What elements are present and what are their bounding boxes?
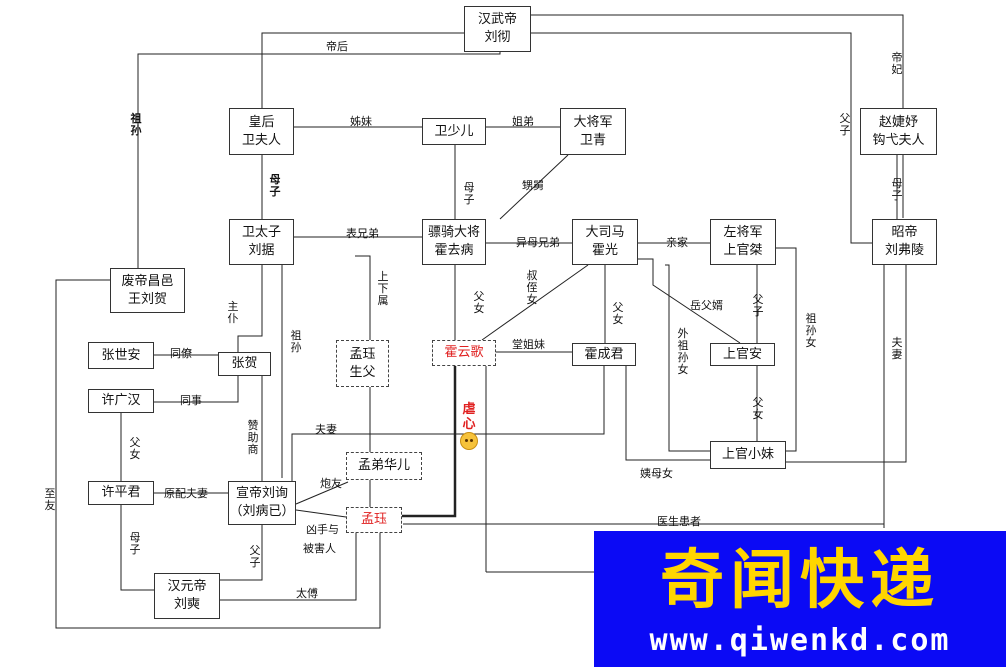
label-difei: 帝 妃 (891, 51, 903, 76)
node-yuandi: 汉元帝 刘奭 (154, 573, 220, 619)
smiley-icon (460, 432, 478, 450)
label-paoyou: 炮友 (320, 477, 342, 490)
node-wei-qing: 大将军 卫青 (560, 108, 626, 155)
label-muzi-1: 母 子 (269, 173, 281, 198)
label-zhiyou: 至 友 (44, 487, 56, 512)
label-tangjiemei: 堂姐妹 (512, 338, 545, 351)
label-funv-2: 父 女 (612, 301, 624, 326)
label-muzi-4: 母 子 (129, 531, 141, 556)
label-zhupu: 主 仆 (227, 300, 239, 325)
line-wudi-liuhe (137, 52, 501, 268)
node-huo-qubing: 骠骑大将 霍去病 (422, 219, 486, 265)
node-zhang-shian: 张世安 (88, 342, 154, 369)
node-xu-guanghan: 许广汉 (88, 389, 154, 413)
label-yuanpeifuqi: 原配夫妻 (164, 487, 208, 500)
node-liu-he: 废帝昌邑 王刘贺 (110, 268, 185, 313)
node-xu-pingjun: 许平君 (88, 481, 154, 505)
label-qinjia: 亲家 (666, 236, 688, 249)
label-fuzi-top: 父 子 (839, 112, 851, 137)
node-shangguan-xiaomei: 上官小妹 (710, 441, 786, 469)
node-shangguan-jie: 左将军 上官桀 (710, 219, 776, 265)
label-shangxiashu: 上 下 属 (377, 270, 389, 307)
node-han-wudi: 汉武帝 刘彻 (464, 6, 531, 52)
node-zhang-he: 张贺 (218, 352, 271, 376)
node-zhaodi: 昭帝 刘弗陵 (872, 219, 937, 265)
label-zusunnv: 祖 孙 女 (805, 312, 817, 349)
label-yimunv: 姨母女 (640, 467, 673, 480)
node-xuandi: 宣帝刘询 （刘病已） (228, 481, 296, 525)
label-xiongshouyu: 凶手与 (306, 523, 339, 536)
label-biaoxiongdi: 表兄弟 (346, 227, 379, 240)
label-fuzi-3: 父 子 (249, 544, 261, 569)
label-zisun-2: 祖 孙 (290, 329, 302, 354)
label-funv-4: 父 女 (752, 396, 764, 421)
label-yimuxiongdi: 异母兄弟 (516, 236, 560, 249)
label-fuqi-zhao: 夫 妻 (891, 336, 903, 361)
node-shangguan-an: 上官安 (710, 343, 775, 366)
label-fuzi-2: 父 子 (752, 293, 764, 318)
line-wudi-zhaodi (531, 32, 872, 244)
node-meng-huaer: 孟弟华儿 (346, 452, 422, 480)
label-dihou: 帝后 (326, 40, 348, 53)
node-huo-guang: 大司马 霍光 (572, 219, 638, 265)
node-huo-chengjun: 霍成君 (572, 343, 636, 366)
label-sheng: 甥舅 (522, 179, 544, 192)
label-taifu: 太傅 (296, 587, 318, 600)
label-nuexin: 虐 心 (462, 402, 476, 432)
label-funv-3: 父 女 (129, 436, 141, 461)
line-wudi-empress (261, 32, 464, 108)
watermark-title: 奇闻快递 (660, 543, 940, 618)
label-muzi-2: 母 子 (463, 181, 475, 206)
node-empress-wei: 皇后 卫夫人 (229, 108, 294, 155)
label-yishenghuanzhe: 医生患者 (657, 515, 701, 528)
label-muzi-3: 母 子 (891, 177, 903, 202)
label-zanzhushang: 赞 助 商 (247, 419, 259, 456)
label-yuefuxu: 岳父婿 (690, 299, 723, 312)
label-beihairen: 被害人 (303, 542, 336, 555)
label-fuqi: 夫妻 (315, 423, 337, 436)
node-huo-yunge: 霍云歌 (432, 340, 496, 366)
node-meng-jue: 孟珏 (346, 507, 402, 533)
label-zisun: 祖 孙 (130, 112, 142, 137)
label-jiemei: 姊妹 (350, 115, 372, 128)
node-crown-prince: 卫太子 刘据 (229, 219, 294, 265)
label-funv-1: 父 女 (473, 290, 485, 315)
node-zhao-jieyu: 赵婕妤 钩弋夫人 (860, 108, 937, 155)
label-jiedi: 姐弟 (512, 115, 534, 128)
label-tongshi: 同事 (180, 394, 202, 407)
node-meng-father: 孟珏 生父 (336, 340, 389, 387)
watermark-url: www.qiwenkd.com (649, 623, 951, 658)
label-tongliao: 同僚 (170, 347, 192, 360)
label-shuzhinv: 叔 侄 女 (526, 269, 538, 306)
node-wei-shaoer: 卫少儿 (422, 118, 486, 145)
label-waizusunnv: 外 祖 孙 女 (677, 327, 689, 376)
watermark-banner: 奇闻快递 www.qiwenkd.com (594, 531, 1006, 667)
